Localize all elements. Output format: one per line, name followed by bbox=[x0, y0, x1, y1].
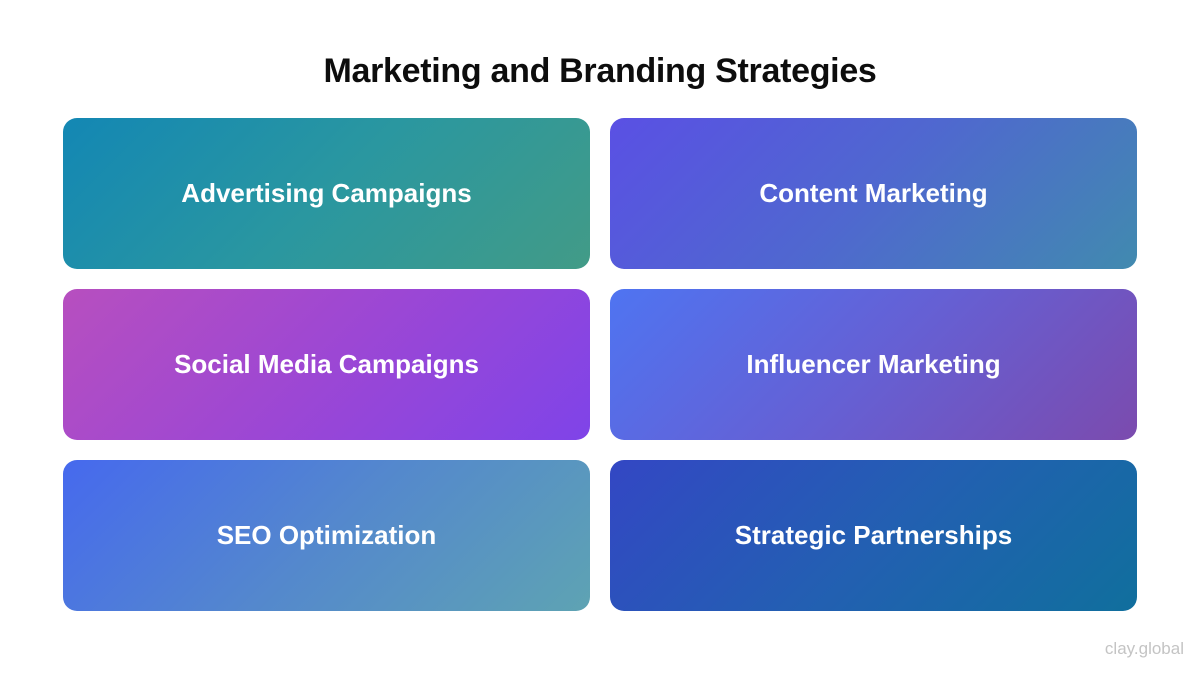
brand-watermark: clay.global bbox=[1104, 639, 1184, 658]
card-label: SEO Optimization bbox=[216, 520, 437, 550]
card-label: Content Marketing bbox=[759, 178, 988, 208]
page-title: Marketing and Branding Strategies bbox=[323, 52, 877, 90]
card-label: Strategic Partnerships bbox=[734, 520, 1013, 550]
card-advertising-campaigns: Advertising Campaigns bbox=[63, 118, 590, 269]
card-label: Social Media Campaigns bbox=[174, 349, 479, 379]
card-label: Advertising Campaigns bbox=[181, 178, 472, 208]
card-influencer-marketing: Influencer Marketing bbox=[610, 289, 1137, 440]
card-seo-optimization: SEO Optimization bbox=[63, 460, 590, 611]
card-label: Influencer Marketing bbox=[746, 349, 1001, 379]
card-social-media-campaigns: Social Media Campaigns bbox=[63, 289, 590, 440]
card-strategic-partnerships: Strategic Partnerships bbox=[610, 460, 1137, 611]
strategy-grid: Advertising Campaigns Content Marketing … bbox=[63, 118, 1137, 611]
card-content-marketing: Content Marketing bbox=[610, 118, 1137, 269]
